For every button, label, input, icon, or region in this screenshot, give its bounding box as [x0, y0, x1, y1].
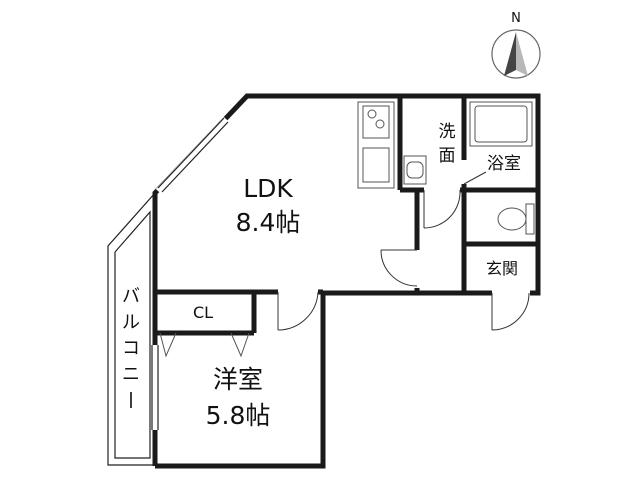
washroom-label-2: 面: [439, 146, 456, 166]
north-arrow-icon: N: [491, 11, 541, 79]
washroom-door[interactable]: [423, 187, 461, 229]
kitchen-counter: [357, 101, 395, 189]
bathtub: [469, 101, 533, 147]
western-room-size: 5.8帖: [206, 401, 271, 430]
bath-door[interactable]: [461, 160, 487, 185]
closet-label: CL: [193, 303, 213, 322]
closet-doors: [159, 332, 250, 358]
washbasin: [403, 155, 427, 185]
western-room-name: 洋室: [213, 365, 263, 394]
diagonal-window: [155, 116, 229, 194]
toilet: [497, 203, 535, 235]
balcony-char: ル: [122, 312, 140, 333]
ldk-name: LDK: [243, 174, 293, 203]
washroom-label-1: 洗: [439, 122, 456, 142]
balcony-char: ニ: [122, 364, 140, 385]
western-room-window: [151, 345, 159, 430]
balcony-char: バ: [122, 286, 140, 307]
ldk-size: 8.4帖: [236, 208, 301, 237]
entrance-door[interactable]: [491, 290, 530, 331]
balcony-label: バ ル コ ニ: [122, 286, 140, 408]
balcony-char: コ: [122, 338, 140, 359]
entrance-label: 玄関: [486, 259, 518, 278]
western-room-door[interactable]: [277, 289, 319, 331]
bath-label: 浴室: [487, 154, 521, 174]
north-label: N: [511, 11, 521, 26]
ldk-door[interactable]: [380, 249, 420, 288]
